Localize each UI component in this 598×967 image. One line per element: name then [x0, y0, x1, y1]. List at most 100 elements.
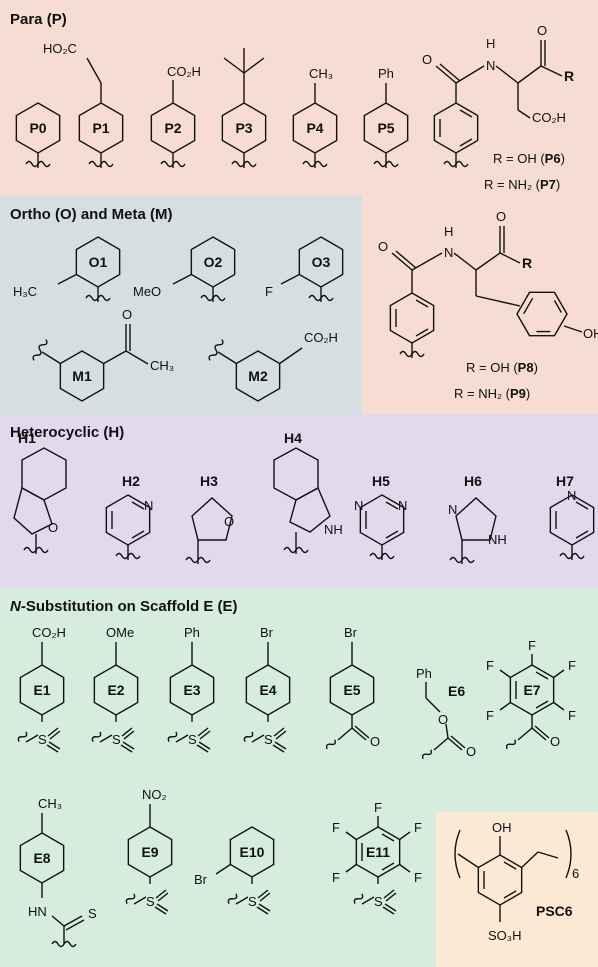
- e8-s: S: [88, 906, 97, 921]
- sub-o2: MeO: [133, 284, 161, 299]
- p6-co2h: CO₂H: [532, 110, 566, 125]
- para-panel: [0, 0, 598, 196]
- sub-e9: NO₂: [142, 787, 167, 802]
- sub-p2: CO₂H: [167, 64, 201, 79]
- label-e7: E7: [523, 682, 540, 698]
- sub-e6: Ph: [416, 666, 432, 681]
- structure-e10: Br E10 S: [194, 826, 275, 915]
- structure-e7: F F F F F E7 O: [486, 638, 576, 752]
- p9-definition: R = NH₂ (P9): [454, 386, 530, 401]
- structure-e3: Ph E3 S: [166, 625, 215, 753]
- structure-h6: H6 N NH: [448, 473, 507, 564]
- label-e10: E10: [240, 844, 265, 860]
- h3-o: O: [224, 514, 234, 529]
- structure-p5: Ph P5: [363, 66, 409, 168]
- structure-h4: H4 NH: [273, 430, 343, 554]
- psc6-panel: [436, 812, 598, 967]
- structure-e6: Ph E6 O O: [416, 666, 476, 760]
- label-e9: E9: [141, 844, 158, 860]
- structure-e2: OMe E2 S: [90, 625, 139, 753]
- structure-h5: H5 N N: [354, 473, 407, 560]
- sub-p4: CH₃: [309, 66, 333, 81]
- structure-m1: O CH₃ M1: [31, 307, 174, 402]
- label-m1: M1: [72, 368, 92, 384]
- structure-e5: Br E5 O: [324, 625, 380, 752]
- label-h6: H6: [464, 473, 482, 489]
- label-h1: H1: [18, 430, 36, 446]
- sub-e2: OMe: [106, 625, 134, 640]
- sub-p1: HO₂C: [43, 41, 77, 56]
- label-e8: E8: [33, 850, 50, 866]
- para-header: Para (P): [10, 11, 67, 28]
- p8-r: R: [522, 255, 532, 271]
- e11-f2: F: [332, 820, 340, 835]
- p8-definition: R = OH (P8): [466, 360, 538, 375]
- sub-o3: F: [265, 284, 273, 299]
- e7-f4: F: [486, 708, 494, 723]
- structure-e1: CO₂H E1 S: [16, 625, 66, 753]
- p6-carbonyl-o: O: [422, 52, 432, 67]
- h4-nh: NH: [324, 522, 343, 537]
- p8-carbonyl-o: O: [378, 239, 388, 254]
- e1-s: S: [38, 732, 47, 747]
- p6-h: H: [486, 36, 495, 51]
- p6-definition: R = OH (P6): [493, 151, 565, 166]
- e7-o: O: [550, 734, 560, 749]
- structure-m2: CO₂H M2: [207, 330, 338, 402]
- e7-f5: F: [568, 708, 576, 723]
- label-h2: H2: [122, 473, 140, 489]
- e11-f1: F: [374, 800, 382, 815]
- label-h5: H5: [372, 473, 390, 489]
- e11-f3: F: [414, 820, 422, 835]
- e8-hn: HN: [28, 904, 47, 919]
- e11-f5: F: [414, 870, 422, 885]
- e6-ester-o: O: [438, 712, 448, 727]
- e4-s: S: [264, 732, 273, 747]
- structure-o1: H₃C O1: [13, 236, 121, 302]
- ortho-meta-header: Ortho (O) and Meta (M): [10, 206, 172, 223]
- structure-e11: F F F F F E11 S: [332, 800, 422, 915]
- e10-s: S: [248, 894, 257, 909]
- structure-p2: CO₂H P2: [150, 64, 201, 168]
- sub-e1: CO₂H: [32, 625, 66, 640]
- label-e3: E3: [183, 682, 200, 698]
- sub-e10: Br: [194, 872, 208, 887]
- e3-s: S: [188, 732, 197, 747]
- sub-o1: H₃C: [13, 284, 37, 299]
- e7-f2: F: [486, 658, 494, 673]
- psc6-oh: OH: [492, 820, 512, 835]
- structure-p4: CH₃ P4: [292, 66, 338, 168]
- sub-p5: Ph: [378, 66, 394, 81]
- label-h4: H4: [284, 430, 302, 446]
- label-m2: M2: [248, 368, 268, 384]
- label-o3: O3: [312, 254, 331, 270]
- h5-n2: N: [398, 498, 407, 513]
- e6-carbonyl-o: O: [466, 744, 476, 759]
- h5-n1: N: [354, 498, 363, 513]
- m1-carbonyl-o: O: [122, 307, 132, 322]
- label-o2: O2: [204, 254, 223, 270]
- sub-e4: Br: [260, 625, 274, 640]
- structure-h3: H3 O: [185, 473, 234, 564]
- p8-oh: OH: [583, 326, 598, 341]
- p8-n: N: [444, 245, 453, 260]
- e7-f1: F: [528, 638, 536, 653]
- psc6-repeat-count: 6: [572, 866, 579, 881]
- p8-ketone-o: O: [496, 209, 506, 224]
- h6-n: N: [448, 502, 457, 517]
- sub-e8: CH₃: [38, 796, 62, 811]
- structure-p1: HO₂C P1: [43, 41, 124, 168]
- label-p2: P2: [164, 120, 181, 136]
- structure-e9: NO₂ E9 S: [124, 787, 173, 915]
- para-panel-extension: [362, 196, 598, 414]
- label-o1: O1: [89, 254, 108, 270]
- h7-n: N: [567, 488, 576, 503]
- structure-p0: P0: [15, 102, 61, 168]
- label-h3: H3: [200, 473, 218, 489]
- structure-e8: CH₃ E8 HN S: [19, 796, 97, 948]
- structure-h7: H7 N: [549, 473, 595, 560]
- structure-e4: Br E4 S: [242, 625, 291, 753]
- structure-h2: H2 N: [105, 473, 153, 560]
- sub-e3: Ph: [184, 625, 200, 640]
